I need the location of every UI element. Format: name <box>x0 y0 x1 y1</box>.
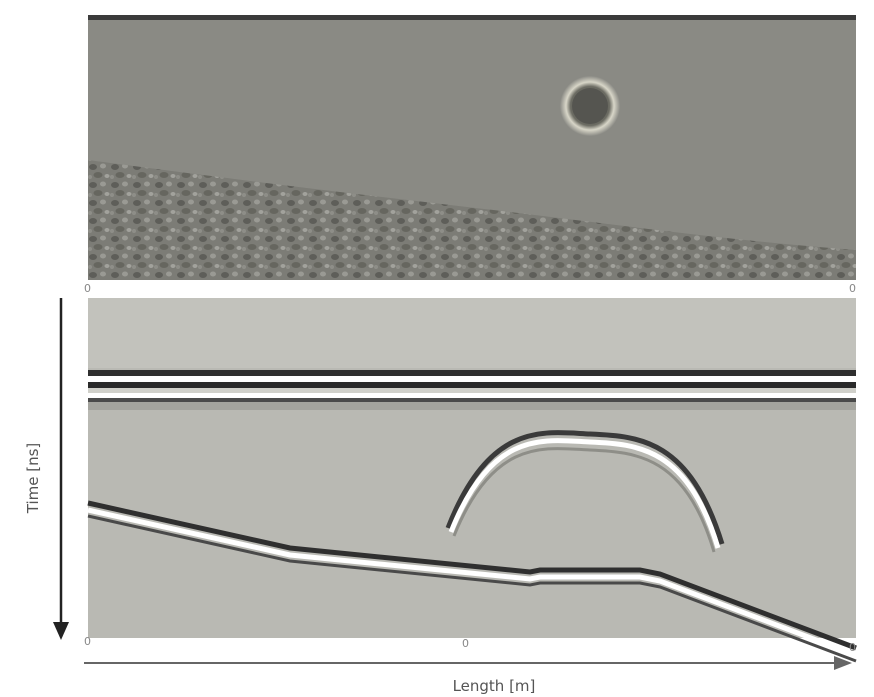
time-axis-label: Time [ns] <box>24 443 42 515</box>
tick-bottom-right: 0 <box>849 641 856 654</box>
time-axis: Time [ns] <box>24 298 69 640</box>
length-axis-label: Length [m] <box>453 677 536 695</box>
radargram-panel <box>88 298 856 661</box>
time-axis-arrow-icon <box>53 622 69 640</box>
ground-model-panel <box>88 15 856 280</box>
tick-top-left: 0 <box>84 282 91 295</box>
direct-wave-bands <box>88 370 856 410</box>
radargram-upper-tone <box>88 298 856 368</box>
tick-top-right: 0 <box>849 282 856 295</box>
buried-object-core <box>572 88 608 124</box>
length-axis: Length [m] <box>84 656 852 695</box>
tick-bottom-middle: 0 <box>462 637 469 650</box>
tick-bottom-left: 0 <box>84 635 91 648</box>
surface-line <box>88 15 856 20</box>
